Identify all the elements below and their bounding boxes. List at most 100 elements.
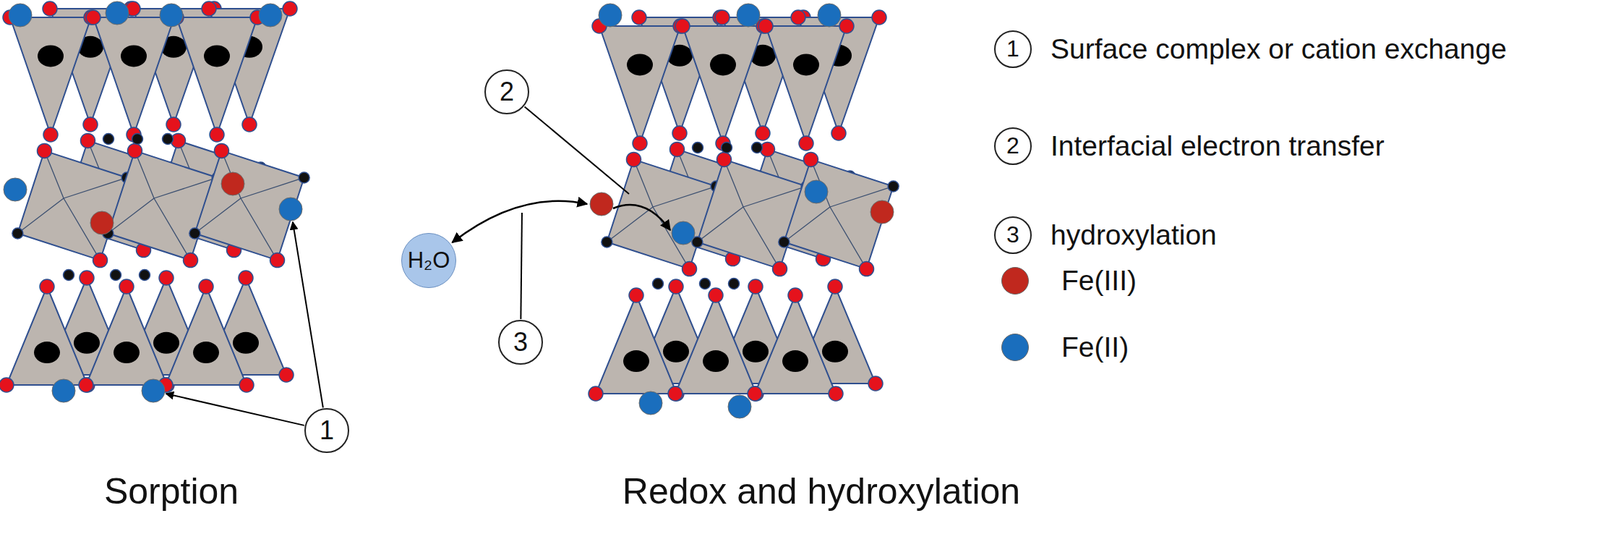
oxygen-atom bbox=[748, 279, 763, 294]
hydroxyl-atom bbox=[652, 278, 664, 290]
hydroxyl-atom bbox=[162, 133, 174, 145]
silicon-atom bbox=[626, 53, 653, 76]
callout-circle: 1 bbox=[994, 30, 1032, 68]
silicon-atom bbox=[782, 349, 809, 372]
oxygen-atom bbox=[715, 10, 730, 25]
callout-number: 3 bbox=[1006, 221, 1020, 248]
silicon-atom bbox=[73, 331, 100, 354]
oxygen-atom bbox=[631, 10, 647, 25]
octahedron bbox=[194, 150, 304, 260]
tetrahedron bbox=[675, 294, 757, 394]
legend-swatch bbox=[1001, 333, 1029, 361]
iron-ion bbox=[736, 3, 760, 27]
tetrahedron bbox=[176, 17, 258, 135]
oxygen-atom bbox=[629, 287, 644, 303]
octahedron bbox=[696, 159, 807, 269]
oxygen-atom bbox=[632, 135, 648, 151]
tetrahedron bbox=[765, 26, 847, 144]
iron-ion bbox=[3, 177, 27, 201]
tetrahedron bbox=[754, 294, 836, 394]
hydroxyl-atom bbox=[699, 278, 711, 290]
oxygen-atom bbox=[668, 279, 684, 294]
oxygen-atom bbox=[798, 135, 814, 151]
octahedron bbox=[606, 159, 716, 269]
octahedron bbox=[107, 150, 217, 260]
legend-text: Interfacial electron transfer bbox=[1050, 130, 1385, 163]
oxygen-atom bbox=[78, 377, 94, 392]
oxygen-atom bbox=[86, 10, 101, 25]
oxygen-atom bbox=[803, 151, 818, 167]
oxygen-atom bbox=[871, 10, 887, 25]
callout-circle: 2 bbox=[484, 69, 530, 115]
silicon-atom bbox=[33, 341, 61, 363]
legend-text: Fe(II) bbox=[1061, 331, 1129, 364]
tetrahedron bbox=[682, 26, 764, 144]
legend-swatch bbox=[1001, 266, 1029, 295]
octahedron bbox=[783, 159, 893, 269]
iron-ions bbox=[3, 1, 894, 418]
iron-ion bbox=[52, 378, 76, 402]
leader-line bbox=[524, 107, 630, 194]
oxygen-atom bbox=[675, 18, 690, 34]
iron-ion bbox=[589, 192, 614, 216]
callout-number: 1 bbox=[319, 415, 335, 445]
oxygen-atom bbox=[868, 375, 883, 391]
octahedron-edge bbox=[743, 206, 781, 269]
callout-circle: 3 bbox=[994, 216, 1032, 254]
iron-ion bbox=[598, 3, 622, 27]
octahedron-edge bbox=[194, 198, 241, 234]
hydroxyl-atom bbox=[12, 227, 24, 239]
iron-ion bbox=[258, 3, 282, 27]
silicon-atom bbox=[203, 44, 230, 67]
iron-ion bbox=[817, 3, 841, 27]
oxygen-atom bbox=[828, 386, 844, 401]
callout-number: 1 bbox=[1006, 36, 1020, 62]
callout-circle: 2 bbox=[994, 127, 1032, 165]
silicon-atom bbox=[662, 340, 690, 363]
hydroxyl-atom bbox=[778, 236, 790, 248]
legend-text: Surface complex or cation exchange bbox=[1050, 33, 1507, 66]
hydroxyl-atom bbox=[721, 142, 733, 154]
oxygen-atom bbox=[279, 367, 294, 382]
molecule-label: H₂O bbox=[407, 247, 451, 273]
hydroxyl-atom bbox=[601, 236, 613, 248]
hydroxyl-atom bbox=[887, 180, 899, 192]
octahedron-edge bbox=[107, 198, 154, 234]
oxygen-atom bbox=[758, 18, 773, 34]
silicon-atom bbox=[37, 44, 64, 67]
oxygen-atom bbox=[166, 117, 181, 132]
oxygen-atom bbox=[0, 377, 14, 392]
callout-number: 2 bbox=[1006, 133, 1020, 159]
hydroxyl-atom bbox=[139, 269, 151, 281]
iron-ion bbox=[8, 3, 32, 27]
oxygen-atom bbox=[831, 125, 846, 141]
silicon-atom bbox=[702, 349, 729, 372]
hydroxyl-atom bbox=[63, 269, 75, 281]
oxygen-atom bbox=[83, 117, 98, 132]
oxygen-atom bbox=[42, 1, 58, 16]
oxygen-atom bbox=[682, 261, 697, 277]
oxygen-atom bbox=[239, 377, 254, 392]
iron-ion bbox=[639, 391, 663, 415]
silicon-atom bbox=[232, 331, 259, 354]
leader-line bbox=[520, 212, 523, 319]
oxygen-atom bbox=[80, 133, 95, 148]
octahedron-edge bbox=[240, 198, 278, 261]
oxygen-atom bbox=[127, 143, 142, 158]
electron-transfer-arrow bbox=[613, 204, 671, 230]
oxygen-atom bbox=[270, 253, 285, 268]
oxygen-atom bbox=[708, 287, 724, 303]
clay-layer-structure bbox=[588, 10, 899, 401]
iron-ion bbox=[159, 3, 183, 27]
legend-text: hydroxylation bbox=[1050, 219, 1217, 252]
oxygen-atom bbox=[214, 143, 229, 158]
oxygen-atom bbox=[755, 125, 770, 141]
tetrahedron bbox=[93, 17, 175, 135]
callout-circle: 3 bbox=[498, 319, 543, 365]
callout-number: 3 bbox=[513, 327, 528, 357]
silicon-atom bbox=[113, 341, 140, 363]
callout-circle: 1 bbox=[304, 407, 350, 453]
silicon-atom bbox=[822, 340, 849, 363]
oxygen-atom bbox=[183, 253, 199, 268]
